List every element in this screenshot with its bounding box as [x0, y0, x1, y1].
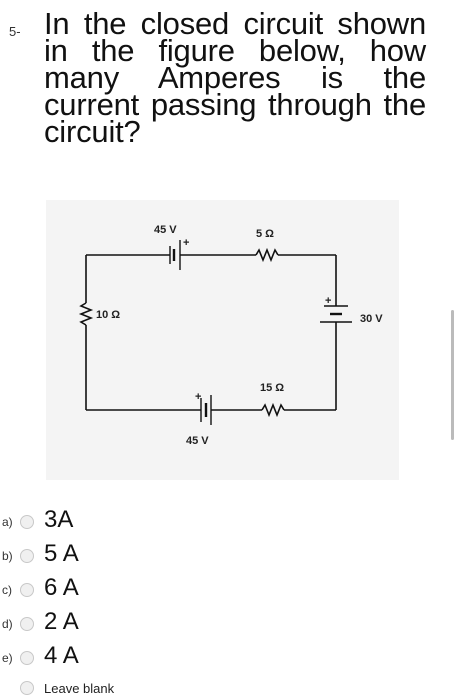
option-letter: c) [2, 583, 12, 597]
option-text: 6 A [44, 574, 79, 601]
label-left-resistor: 10 Ω [96, 309, 120, 321]
question-text: In the closed circuit shown in the figur… [44, 6, 426, 149]
option-letter: b) [2, 549, 13, 563]
label-top-battery: 45 V [154, 224, 177, 236]
label-right-battery: 30 V [360, 313, 383, 325]
circuit-figure: + + + 45 V 5 Ω 10 Ω 30 V 15 Ω 45 V [46, 200, 399, 480]
scrollbar[interactable] [451, 310, 454, 440]
option-text: 5 A [44, 540, 79, 567]
question-number: 5- [9, 24, 21, 39]
svg-text:+: + [195, 391, 201, 403]
leave-blank-option[interactable]: Leave blank [20, 679, 220, 699]
option-text: 3A [44, 506, 74, 533]
radio-button[interactable] [20, 583, 34, 597]
svg-text:+: + [183, 237, 189, 249]
option-letter: e) [2, 651, 13, 665]
radio-button[interactable] [20, 651, 34, 665]
option-letter: a) [2, 515, 13, 529]
circuit-diagram: + + + 45 V 5 Ω 10 Ω 30 V 15 Ω 45 V [78, 224, 383, 447]
radio-button[interactable] [20, 681, 34, 695]
svg-text:+: + [325, 295, 331, 307]
option-text: 2 A [44, 608, 79, 635]
label-bottom-battery: 45 V [186, 435, 209, 447]
radio-button[interactable] [20, 515, 34, 529]
radio-button[interactable] [20, 617, 34, 631]
option-b[interactable]: b) 5 A [0, 539, 200, 573]
leave-blank-label: Leave blank [44, 681, 115, 696]
label-bottom-resistor: 15 Ω [260, 382, 284, 394]
option-e[interactable]: e) 4 A [0, 641, 200, 675]
option-c[interactable]: c) 6 A [0, 573, 200, 607]
option-letter: d) [2, 617, 13, 631]
option-text: 4 A [44, 642, 79, 669]
radio-button[interactable] [20, 549, 34, 563]
option-d[interactable]: d) 2 A [0, 607, 200, 641]
label-top-resistor: 5 Ω [256, 228, 274, 240]
option-a[interactable]: a) 3A [0, 505, 200, 539]
